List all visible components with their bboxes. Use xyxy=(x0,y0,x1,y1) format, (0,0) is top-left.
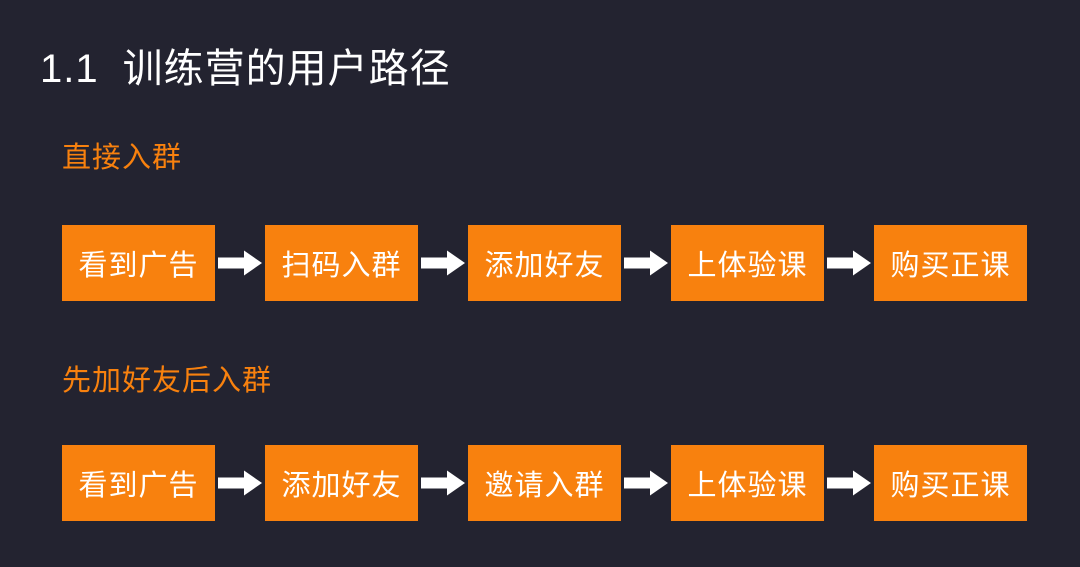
arrow-right-icon xyxy=(418,225,468,301)
flow-step-box: 上体验课 xyxy=(671,225,824,301)
page-title-number: 1.1 xyxy=(40,47,99,91)
flow-step-box: 看到广告 xyxy=(62,445,215,521)
flow-step-box: 上体验课 xyxy=(671,445,824,521)
page-title-text: 训练营的用户路径 xyxy=(122,47,451,91)
flow-step-box: 添加好友 xyxy=(265,445,418,521)
arrow-right-icon xyxy=(621,225,671,301)
arrow-right-icon xyxy=(824,225,874,301)
flow-label-friend-first: 先加好友后入群 xyxy=(62,365,273,397)
flow-step-box: 邀请入群 xyxy=(468,445,621,521)
arrow-right-icon xyxy=(418,445,468,521)
arrow-right-icon xyxy=(824,445,874,521)
flow-step-box: 看到广告 xyxy=(62,225,215,301)
flow-step-box: 扫码入群 xyxy=(265,225,418,301)
flow-row-direct-join: 看到广告 扫码入群 添加好友 上体验课 购买正课 xyxy=(62,225,1027,301)
flow-row-friend-first: 看到广告 添加好友 邀请入群 上体验课 购买正课 xyxy=(62,445,1027,521)
flow-step-box: 添加好友 xyxy=(468,225,621,301)
flow-step-box: 购买正课 xyxy=(874,225,1027,301)
arrow-right-icon xyxy=(215,225,265,301)
flow-label-direct-join: 直接入群 xyxy=(62,142,183,174)
flow-step-box: 购买正课 xyxy=(874,445,1027,521)
arrow-right-icon xyxy=(621,445,671,521)
page-title: 1.1 训练营的用户路径 xyxy=(40,36,451,94)
arrow-right-icon xyxy=(215,445,265,521)
